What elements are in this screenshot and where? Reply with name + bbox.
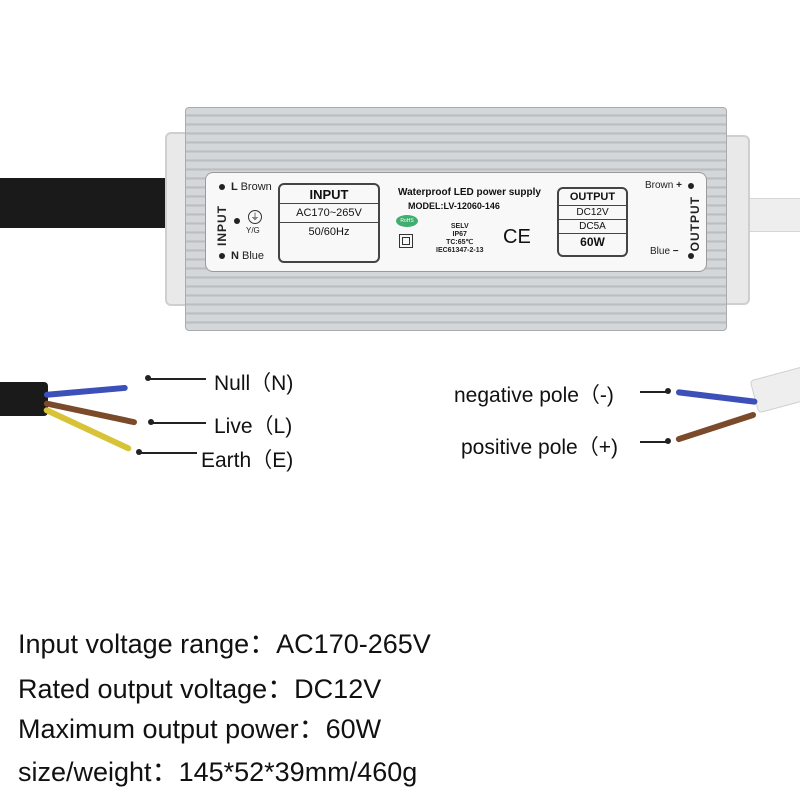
label-live: Live（L) — [214, 415, 293, 438]
input-table-header: INPUT — [280, 185, 378, 204]
label-negative-pole: negative pole（-) — [454, 384, 614, 407]
terminal-dot — [219, 253, 225, 259]
label-earth: Earth（E) — [201, 449, 294, 472]
cert-item: TC:65℃ — [446, 239, 474, 246]
output-table-row: DC5A — [559, 220, 626, 234]
leader-line — [150, 378, 206, 380]
spec-output-voltage: Rated output voltage：DC12V — [18, 674, 382, 704]
output-spec-table: OUTPUT DC12V DC5A 60W — [557, 187, 628, 257]
input-side-label: INPUT — [215, 205, 229, 246]
negative-wire — [675, 389, 758, 405]
double-insulation-icon — [399, 234, 413, 248]
terminal-dot — [219, 184, 225, 190]
output-table-row: 60W — [580, 235, 605, 249]
terminal-yg: Y/G — [246, 226, 260, 235]
leader-line — [141, 452, 197, 454]
ce-mark: CE — [503, 226, 531, 248]
spec-input-voltage: Input voltage range：AC170-265V — [18, 629, 431, 659]
terminal-dot — [688, 183, 694, 189]
output-side-label: OUTPUT — [688, 196, 702, 252]
output-table-header: OUTPUT — [559, 189, 626, 206]
label-null: Null（N) — [214, 372, 294, 395]
ground-icon: ⏚ — [248, 210, 262, 224]
cert-item: SELV — [450, 223, 469, 230]
output-cable-sheath — [749, 364, 800, 414]
terminal-blue-minus: Blue − — [650, 246, 679, 257]
terminal-brown-plus: Brown + — [645, 180, 682, 191]
cert-item: IEC61347-2-13 — [436, 247, 484, 254]
device-model: MODEL:LV-12060-146 — [408, 201, 500, 211]
spec-size-weight: size/weight：145*52*39mm/460g — [18, 757, 418, 787]
cert-item: IP67 — [452, 231, 467, 238]
wire-end-dot — [145, 375, 151, 381]
output-table-row: DC12V — [559, 206, 626, 220]
positive-wire — [675, 411, 757, 443]
input-cable-sheath — [0, 382, 48, 416]
null-wire — [43, 384, 128, 398]
certification-list: SELV IP67 TC:65℃ IEC61347-2-13 — [436, 223, 483, 255]
leader-line — [153, 422, 206, 424]
input-table-row: AC170~265V — [280, 204, 378, 223]
input-table-row: 50/60Hz — [308, 226, 350, 238]
leader-line — [640, 391, 666, 393]
wire-end-dot — [665, 438, 671, 444]
wire-end-dot — [148, 419, 154, 425]
terminal-dot — [234, 218, 240, 224]
wire-end-dot — [136, 449, 142, 455]
rohs-badge: RoHS — [396, 215, 418, 227]
leader-line — [640, 441, 666, 443]
terminal-l: L Brown — [231, 181, 272, 193]
terminal-dot — [688, 253, 694, 259]
label-positive-pole: positive pole（+) — [461, 436, 618, 459]
input-spec-table: INPUT AC170~265V 50/60Hz — [278, 183, 380, 263]
terminal-n: N Blue — [231, 250, 265, 262]
spec-output-power: Maximum output power：60W — [18, 714, 382, 744]
device-title: Waterproof LED power supply — [398, 187, 541, 198]
wire-end-dot — [665, 388, 671, 394]
